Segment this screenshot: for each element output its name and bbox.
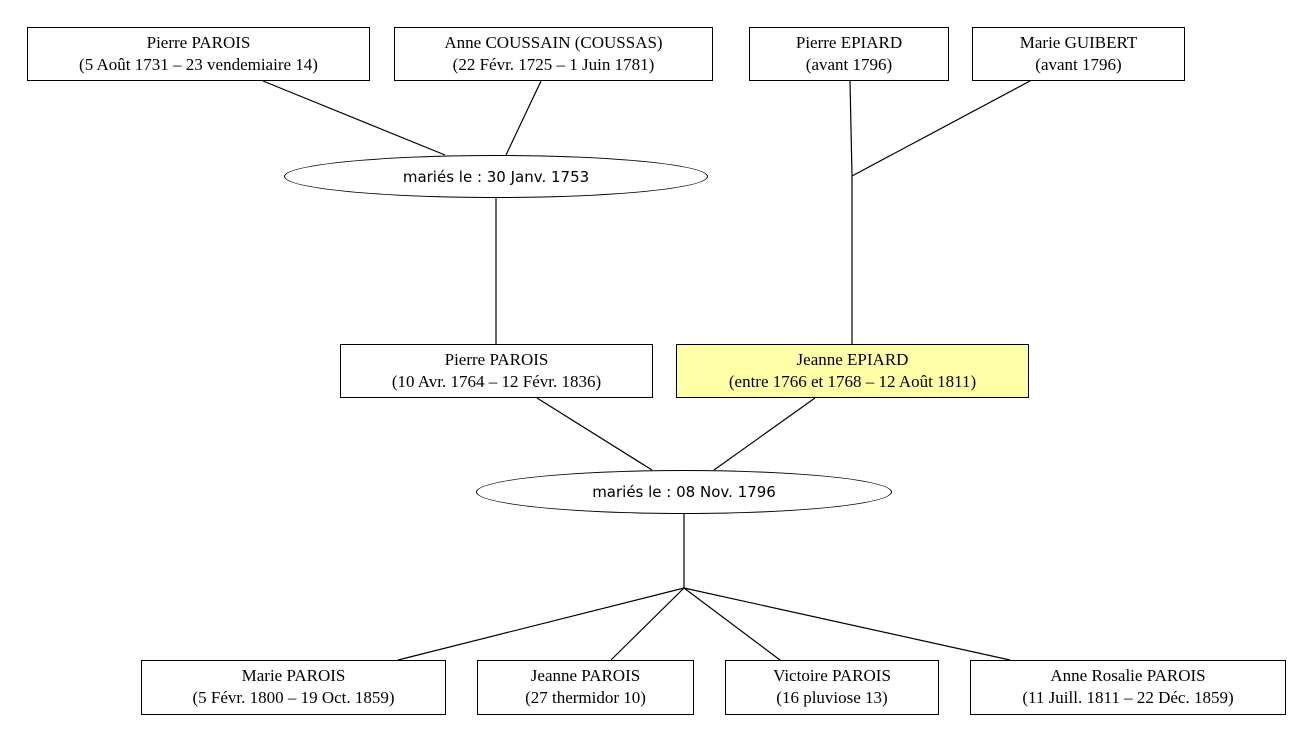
person-name: Marie PAROIS [241,666,346,685]
person-dates: (entre 1766 et 1768 – 12 Août 1811) [728,372,977,391]
person-name: Pierre EPIARD [795,33,903,52]
person-dates: (10 Avr. 1764 – 12 Févr. 1836) [391,372,602,391]
connector-line [610,587,685,661]
person-dates: (5 Févr. 1800 – 19 Oct. 1859) [192,688,395,707]
marriage-node[interactable]: mariés le : 30 Janv. 1753 [284,155,708,198]
person-box[interactable]: Anne COUSSAIN (COUSSAS) (22 Févr. 1725 –… [394,27,713,81]
person-box[interactable]: Anne Rosalie PAROIS (11 Juill. 1811 – 22… [970,660,1286,715]
person-box[interactable]: Jeanne PAROIS (27 thermidor 10) [477,660,694,715]
person-dates: (22 Févr. 1725 – 1 Juin 1781) [452,55,655,74]
person-dates: (16 pluviose 13) [776,688,888,707]
connector-line [851,80,1031,177]
connector-line [683,587,781,661]
person-box[interactable]: Marie PAROIS (5 Févr. 1800 – 19 Oct. 185… [141,660,446,715]
person-name: Pierre PAROIS [444,350,549,369]
connector-line [683,587,1011,661]
person-box[interactable]: Pierre PAROIS (5 Août 1731 – 23 vendemia… [27,27,370,81]
connector-line [713,397,816,471]
connector-line [505,80,542,156]
marriage-node[interactable]: mariés le : 08 Nov. 1796 [476,470,892,514]
person-name: Anne Rosalie PAROIS [1050,666,1206,685]
marriage-label: mariés le : 30 Janv. 1753 [402,167,590,186]
person-box[interactable]: Victoire PAROIS (16 pluviose 13) [725,660,939,715]
connector-line [262,80,446,156]
connector-line [397,587,685,661]
person-name: Jeanne PAROIS [530,666,641,685]
person-name: Anne COUSSAIN (COUSSAS) [444,33,663,52]
person-dates: (avant 1796) [805,55,893,74]
person-box[interactable]: Pierre PAROIS (10 Avr. 1764 – 12 Févr. 1… [340,344,653,398]
person-name: Pierre PAROIS [146,33,251,52]
selected-person-box[interactable]: Jeanne EPIARD (entre 1766 et 1768 – 12 A… [676,344,1029,398]
connector-line [536,397,653,471]
person-box[interactable]: Pierre EPIARD (avant 1796) [749,27,949,81]
connector-line [849,80,853,177]
person-name: Victoire PAROIS [773,666,891,685]
marriage-label: mariés le : 08 Nov. 1796 [592,483,776,501]
person-box[interactable]: Marie GUIBERT (avant 1796) [972,27,1185,81]
person-dates: (27 thermidor 10) [525,688,646,707]
person-dates: (11 Juill. 1811 – 22 Déc. 1859) [1022,688,1234,707]
person-dates: (avant 1796) [1035,55,1122,74]
person-dates: (5 Août 1731 – 23 vendemiaire 14) [79,55,318,74]
person-name: Marie GUIBERT [1019,33,1138,52]
person-name: Jeanne EPIARD [796,350,909,369]
